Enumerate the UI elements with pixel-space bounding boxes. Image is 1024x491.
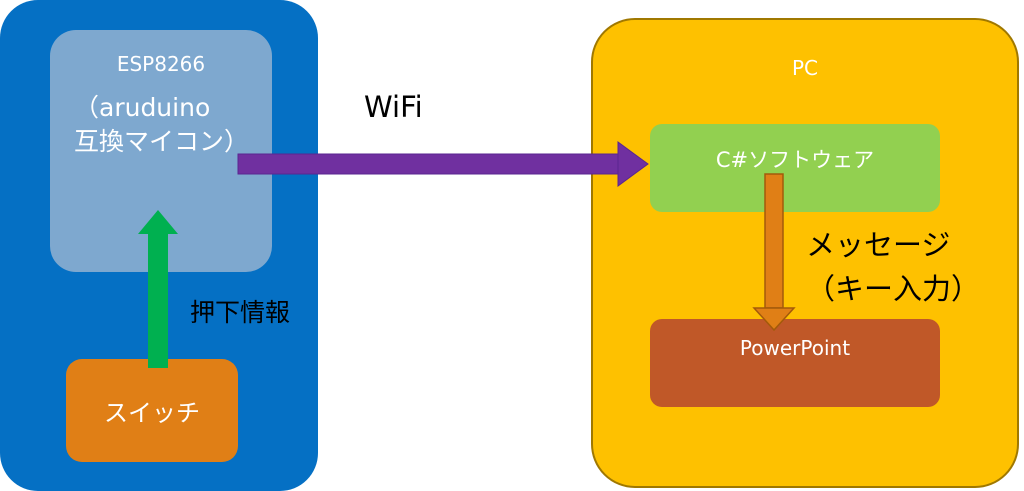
esp-title: ESP8266 bbox=[116, 52, 206, 76]
message-label-line2: （キー入力） bbox=[806, 272, 981, 306]
esp-subtitle-line2: 互換マイコン） bbox=[74, 127, 250, 156]
pc-panel: PC bbox=[591, 18, 1019, 488]
switch-label: スイッチ bbox=[104, 399, 200, 427]
pc-label: PC bbox=[791, 56, 819, 80]
esp8266-box: ESP8266 （aruduino 互換マイコン） bbox=[50, 30, 272, 272]
powerpoint-label: PowerPoint bbox=[739, 336, 851, 360]
software-label: C#ソフトウェア bbox=[715, 148, 875, 172]
wifi-label: WiFi bbox=[364, 90, 423, 124]
switch-box: スイッチ bbox=[66, 359, 238, 462]
csharp-software-box: C#ソフトウェア bbox=[650, 124, 940, 212]
message-arrow bbox=[752, 173, 796, 332]
esp-subtitle-line1: （aruduino bbox=[74, 93, 211, 122]
press-info-arrow bbox=[138, 210, 178, 368]
wifi-arrow bbox=[237, 141, 649, 187]
powerpoint-box: PowerPoint bbox=[650, 319, 940, 407]
press-info-label: 押下情報 bbox=[190, 298, 291, 327]
message-label-line1: メッセージ bbox=[806, 228, 951, 262]
